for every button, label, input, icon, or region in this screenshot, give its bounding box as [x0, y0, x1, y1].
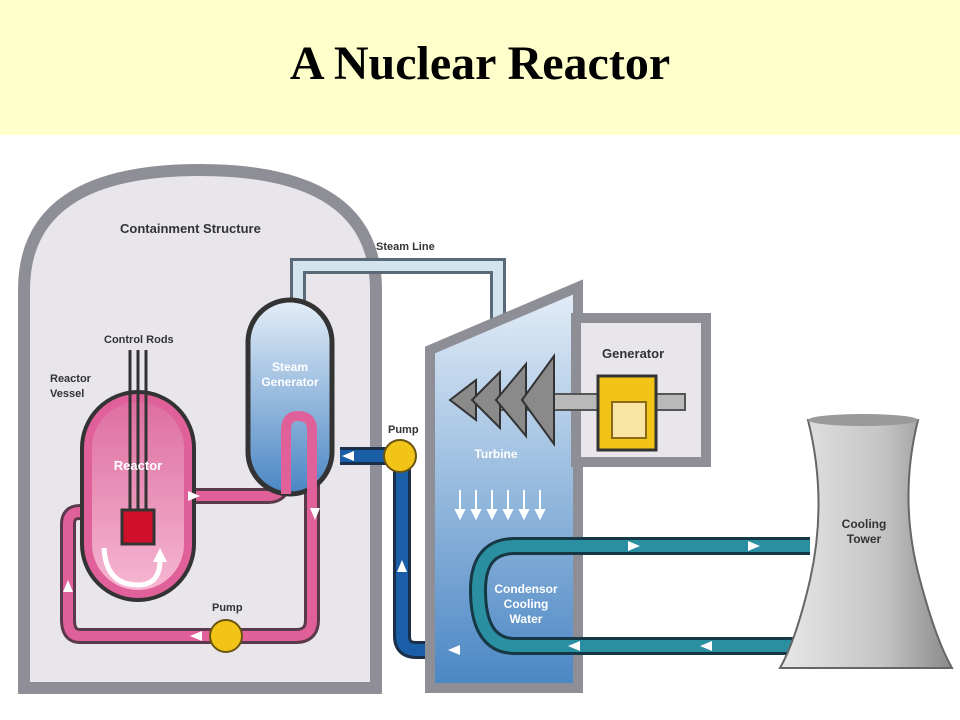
- label-reactor: Reactor: [114, 458, 162, 473]
- label-cooling-tower-line2: Tower: [847, 532, 882, 546]
- cooling-tower: [778, 419, 954, 669]
- pump-feedwater: [383, 439, 417, 473]
- page-title: A Nuclear Reactor: [289, 37, 671, 90]
- reactor-diagram: Containment Structure Steam Line Control…: [18, 163, 954, 694]
- label-condensor-line1: Condensor: [494, 582, 558, 596]
- title-band: [0, 0, 960, 135]
- label-reactor-vessel-line1: Reactor: [50, 373, 92, 385]
- control-rods: [128, 350, 148, 520]
- reactor-core: [120, 508, 156, 546]
- steam-down-arrows: [454, 490, 546, 521]
- label-generator: Generator: [602, 346, 664, 361]
- label-pump-top: Pump: [388, 424, 419, 436]
- label-condensor-line3: Water: [510, 612, 543, 626]
- label-containment-structure: Containment Structure: [120, 221, 261, 236]
- label-cooling-tower-line1: Cooling: [842, 517, 887, 531]
- flow-arrows: [63, 451, 760, 655]
- label-control-rods: Control Rods: [104, 334, 174, 346]
- label-steam-generator-line1: Steam: [272, 360, 308, 374]
- pump-primary: [209, 619, 243, 653]
- turbine-rotor: [448, 352, 555, 448]
- label-pump-bottom: Pump: [212, 602, 243, 614]
- label-turbine: Turbine: [474, 447, 517, 461]
- label-steam-line: Steam Line: [376, 241, 435, 253]
- label-reactor-vessel-line2: Vessel: [50, 388, 84, 400]
- turbine-housing: [425, 279, 583, 693]
- label-condensor-line2: Cooling: [504, 597, 549, 611]
- label-steam-generator-line2: Generator: [261, 375, 319, 389]
